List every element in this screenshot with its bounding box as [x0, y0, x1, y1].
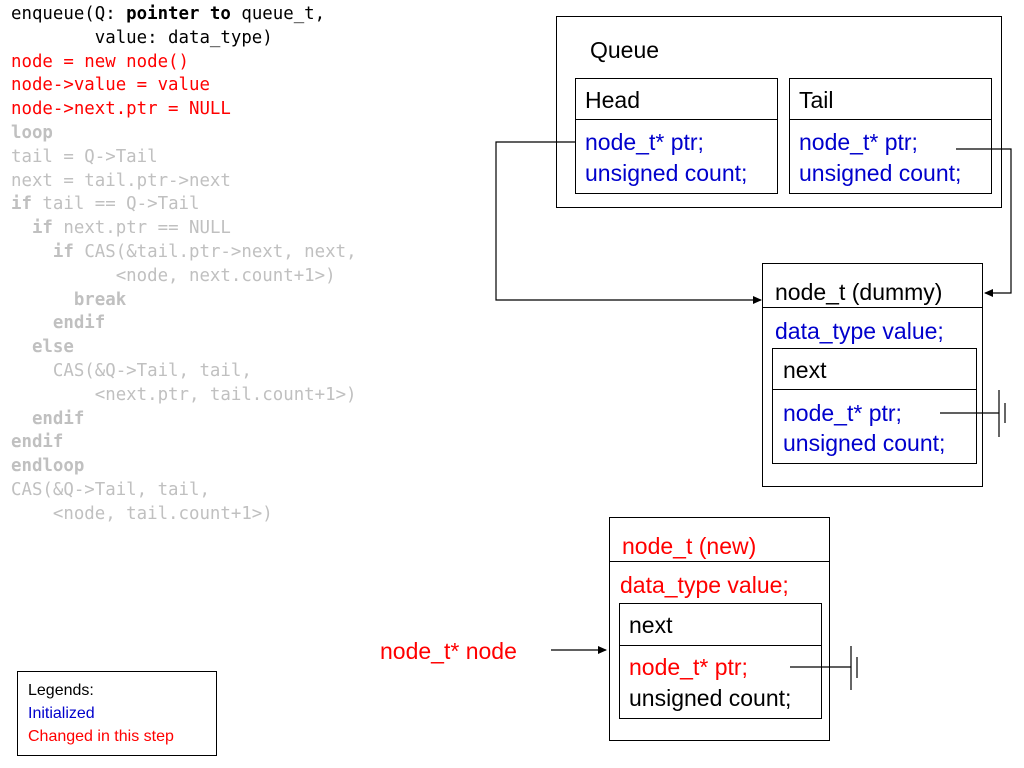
code-line: node->value = value [11, 74, 357, 98]
code-line: break [11, 289, 357, 313]
code-keyword: endloop [11, 456, 85, 477]
dummy-next-title: next [783, 357, 827, 383]
queue-title: Queue [590, 37, 660, 63]
dummy-node-title-divider [762, 307, 983, 308]
code-line: endloop [11, 455, 357, 479]
code-line: if CAS(&tail.ptr->next, next, [11, 241, 357, 265]
legend-title: Legends: [28, 682, 94, 699]
code-text: <node, next.count+1>) [11, 265, 336, 286]
head-to-dummy-arrow [495, 141, 762, 304]
code-text: CAS(&tail.ptr->next, next, [73, 241, 357, 262]
code-keyword: endif [11, 432, 64, 453]
code-keyword: break [73, 289, 127, 310]
tail-title: Tail [799, 87, 834, 113]
code-text: enqueue(Q: [11, 4, 127, 24]
code-line: CAS(&Q->Tail, tail, [11, 479, 357, 503]
node-pointer-label: node_t* node [380, 638, 517, 664]
code-keyword: endif [52, 313, 106, 334]
new-node-value-field: data_type value; [620, 572, 789, 598]
code-keyword: if [11, 194, 32, 215]
code-text: <node, tail.count+1>) [11, 503, 273, 524]
head-title: Head [585, 87, 640, 113]
new-next-title: next [629, 612, 673, 638]
code-line: node->next.ptr = NULL [11, 98, 357, 122]
head-ptr-field: node_t* ptr; [585, 129, 704, 155]
dummy-next-ptr-field: node_t* ptr; [783, 400, 902, 426]
code-line: loop [11, 122, 357, 146]
code-line: tail = Q->Tail [11, 146, 357, 170]
code-text: value: data_type) [11, 27, 273, 48]
dummy-next-count-field: unsigned count; [783, 430, 946, 456]
tail-count-field: unsigned count; [799, 160, 962, 186]
code-text: <next.ptr, tail.count+1>) [11, 384, 357, 405]
code-line: value: data_type) [11, 27, 357, 51]
head-box [575, 78, 778, 194]
code-line: <next.ptr, tail.count+1>) [11, 384, 357, 408]
tail-box [789, 78, 992, 194]
legend-initialized: Initialized [28, 705, 95, 722]
enqueue-pseudocode: enqueue(Q: pointer to queue_t, value: da… [11, 3, 357, 527]
code-line: endif [11, 431, 357, 455]
new-next-box [619, 603, 822, 719]
code-line: <node, tail.count+1>) [11, 503, 357, 527]
code-line: if next.ptr == NULL [11, 217, 357, 241]
code-text: CAS(&Q->Tail, tail, [11, 360, 252, 381]
code-line: node = new node() [11, 51, 357, 75]
code-text: queue_t, [230, 4, 326, 24]
code-text: CAS(&Q->Tail, tail, [11, 479, 210, 500]
head-count-field: unsigned count; [585, 160, 748, 186]
new-next-ptr-field: node_t* ptr; [629, 654, 748, 680]
new-node-title: node_t (new) [622, 533, 757, 559]
dummy-next-box [772, 348, 977, 464]
code-line: CAS(&Q->Tail, tail, [11, 360, 357, 384]
code-text: tail = Q->Tail [11, 146, 158, 167]
code-line: if tail == Q->Tail [11, 193, 357, 217]
code-line: endif [11, 312, 357, 336]
code-keyword: pointer to [126, 4, 231, 24]
dummy-node-title: node_t (dummy) [775, 279, 943, 305]
tail-to-dummy-arrow [956, 148, 1012, 297]
code-keyword: if [31, 218, 53, 239]
code-keyword: else [31, 337, 74, 358]
code-text: node->next.ptr = NULL [11, 99, 231, 120]
code-keyword: endif [31, 408, 85, 429]
legend-box: Legends: Initialized Changed in this ste… [17, 671, 217, 756]
code-keyword: loop [11, 122, 53, 143]
dummy-next-divider [772, 389, 977, 390]
code-line: next = tail.ptr->next [11, 170, 357, 194]
code-keyword: if [52, 241, 74, 262]
tail-ptr-field: node_t* ptr; [799, 129, 918, 155]
new-node-title-divider [609, 561, 830, 562]
code-line: endif [11, 408, 357, 432]
legend-changed: Changed in this step [28, 728, 174, 745]
code-text: next = tail.ptr->next [11, 170, 231, 191]
head-divider [575, 119, 778, 120]
code-text: next.ptr == NULL [52, 218, 231, 239]
code-text: tail == Q->Tail [31, 194, 200, 215]
tail-divider [789, 119, 992, 120]
code-text: node = new node() [11, 51, 189, 72]
code-line: <node, next.count+1>) [11, 265, 357, 289]
code-line: enqueue(Q: pointer to queue_t, [11, 3, 357, 27]
code-text: node->value = value [11, 75, 210, 96]
new-next-count-field: unsigned count; [629, 685, 792, 711]
code-line: else [11, 336, 357, 360]
new-next-divider [619, 645, 822, 646]
dummy-node-value-field: data_type value; [775, 318, 944, 344]
